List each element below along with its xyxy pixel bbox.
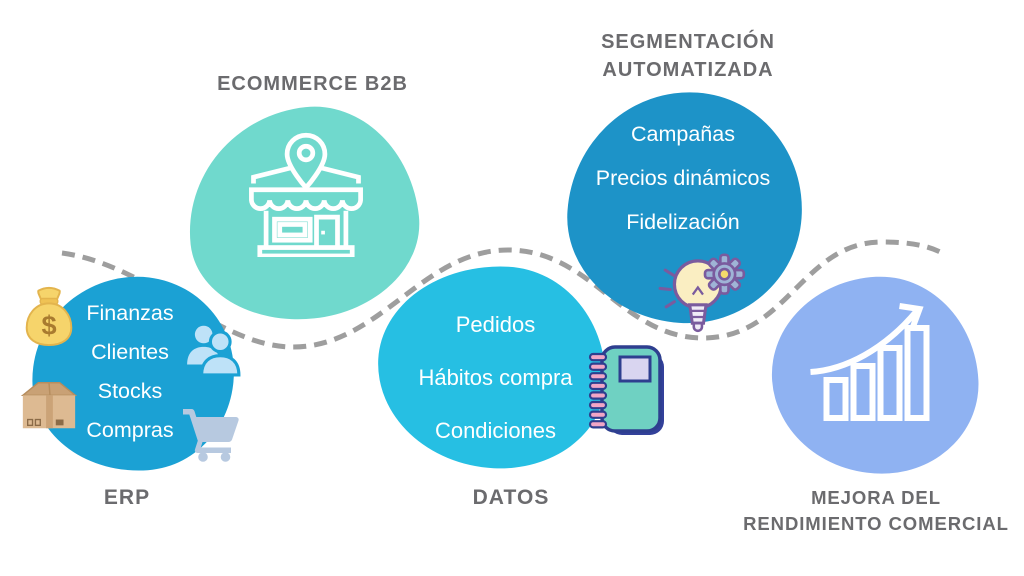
segmentacion-item: Precios dinámicos	[595, 166, 771, 190]
segmentacion-title-line1: SEGMENTACIÓN	[601, 31, 775, 53]
segmentacion-item: Fidelización	[626, 210, 740, 234]
segmentacion-title: SEGMENTACIÓN AUTOMATIZADA	[572, 28, 804, 84]
notebook-icon	[588, 341, 666, 439]
dollar-symbol: $	[41, 309, 56, 340]
mejora-label-line2: RENDIMIENTO COMERCIAL	[743, 513, 1009, 534]
segmentacion-item: Campañas	[631, 122, 735, 146]
mejora-label-line1: MEJORA DEL	[811, 487, 941, 508]
store-location-icon	[243, 131, 369, 257]
people-icon	[184, 321, 242, 377]
growth-chart-icon	[804, 300, 940, 430]
mejora-label: MEJORA DEL RENDIMIENTO COMERCIAL	[728, 485, 1024, 537]
erp-item: Stocks	[97, 379, 163, 403]
datos-item: Condiciones	[434, 418, 557, 443]
datos-label: DATOS	[472, 486, 550, 509]
erp-item: Finanzas	[86, 301, 174, 325]
box-icon	[14, 374, 84, 436]
segmentacion-items: Campañas Precios dinámicos Fidelización	[578, 112, 788, 244]
datos-items: Pedidos Hábitos compra Condiciones	[393, 298, 598, 457]
erp-item: Compras	[86, 418, 174, 442]
cart-icon	[180, 404, 242, 464]
erp-item: Clientes	[91, 340, 169, 364]
bulb-gear-icon	[655, 243, 753, 338]
ecommerce-title: ECOMMERCE B2B	[217, 73, 408, 95]
erp-label: ERP	[103, 486, 151, 509]
erp-items: Finanzas Clientes Stocks Compras	[40, 294, 220, 450]
money-bag-icon: $	[18, 283, 80, 347]
datos-item: Hábitos compra	[418, 365, 573, 390]
segmentacion-title-line2: AUTOMATIZADA	[602, 59, 774, 81]
datos-item: Pedidos	[455, 312, 536, 337]
